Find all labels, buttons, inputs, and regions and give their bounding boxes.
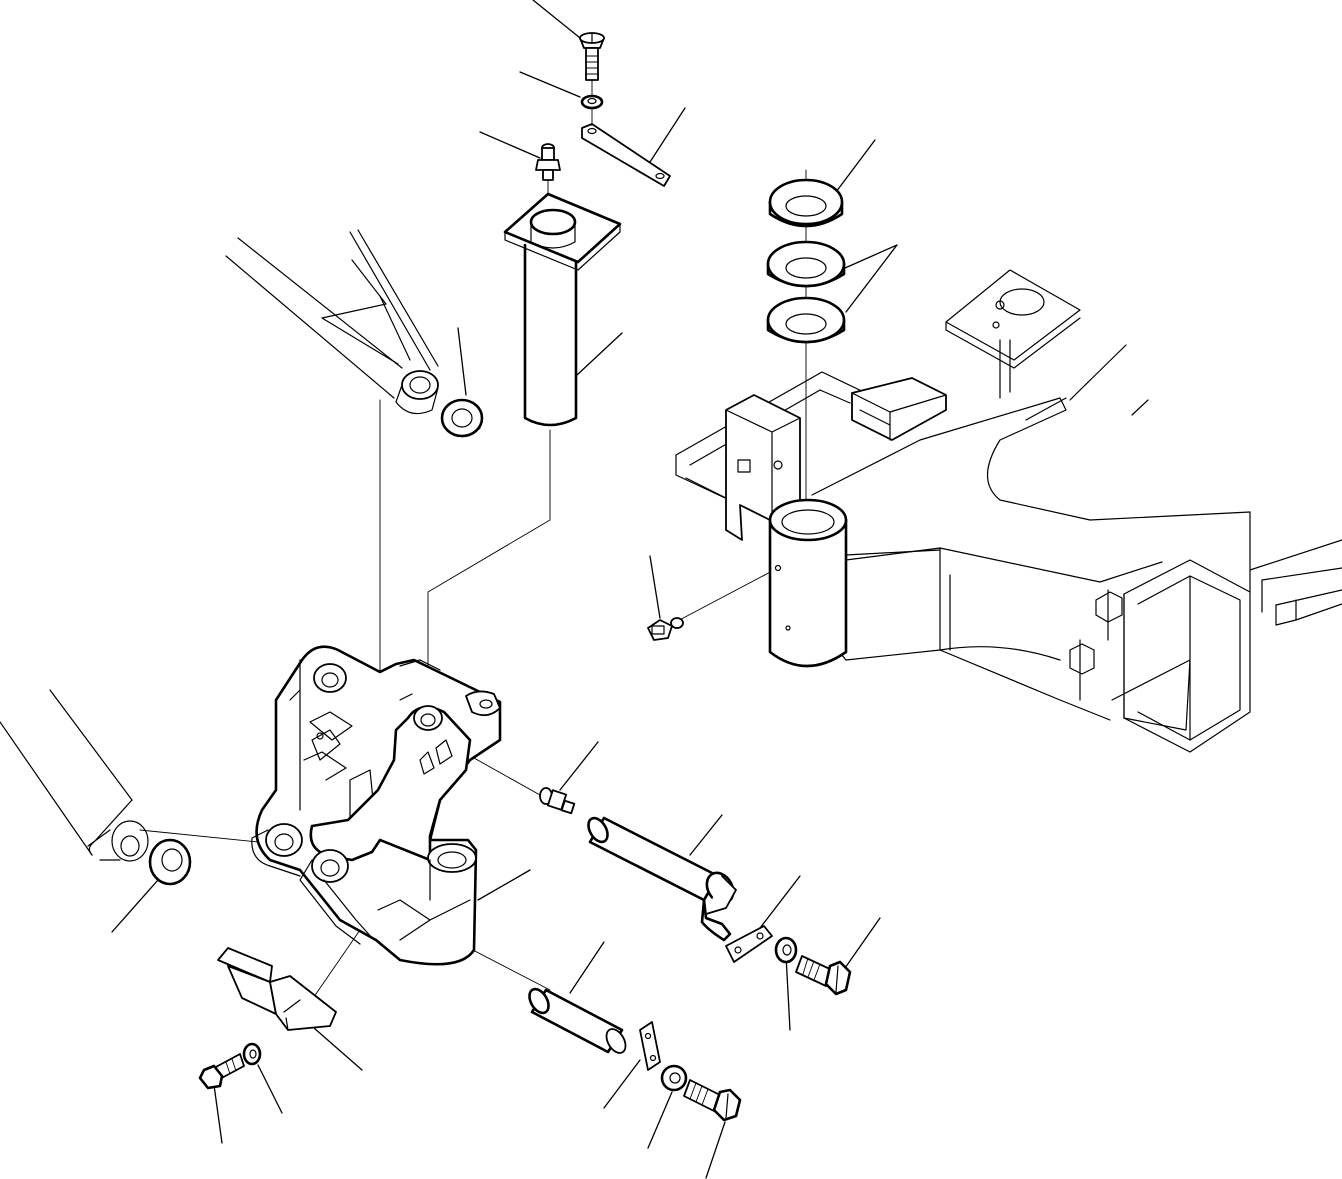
bolt-right (795, 955, 852, 996)
leader-boss-pin (576, 332, 623, 376)
cover-plate (217, 947, 337, 1031)
washer-right (774, 936, 798, 964)
swing-bracket (251, 645, 502, 966)
top-lock-plate (581, 123, 671, 187)
top-screw (579, 32, 605, 81)
leader-bracket (477, 869, 531, 901)
leader-lock-plate-right (759, 875, 801, 929)
leader-washer-top (519, 71, 581, 98)
leader-bolt-cover (213, 1084, 223, 1144)
leader-long-pin (689, 814, 723, 856)
leader-short-pin (569, 941, 605, 994)
lock-plate-lower (639, 1021, 661, 1071)
long-pin (587, 816, 737, 942)
top-washer (580, 94, 604, 110)
leader-washer-cover (257, 1064, 283, 1114)
leader-cover (313, 1027, 363, 1071)
washer-cover (242, 1042, 262, 1066)
leader-thrust-washer-lower (111, 879, 159, 933)
shim-stack (766, 178, 846, 344)
short-pin (528, 987, 627, 1054)
leader-bolt-right (844, 917, 881, 969)
boom-arm (225, 229, 439, 415)
main-frame (675, 269, 1342, 753)
leader-shims-pair-a (844, 244, 898, 269)
leader-washer-lower (647, 1091, 673, 1149)
washer-lower (660, 1064, 688, 1092)
callout-leaders (111, 0, 898, 1179)
bolt-cover (198, 1053, 245, 1090)
kingpin (503, 192, 622, 427)
leader-plate-top (649, 107, 686, 163)
thrust-washer-upper (440, 398, 484, 438)
leader-grease-nipple-top (479, 131, 541, 159)
leader-shim-single (835, 139, 876, 193)
thrust-washer-lower (148, 838, 192, 886)
leader-bolt-lower (705, 1121, 726, 1179)
grease-nipple-mid (539, 787, 576, 815)
grease-nipple-side (647, 617, 684, 641)
leader-lock-plate-lower (603, 1059, 641, 1109)
leader-shims-pair-b (845, 244, 898, 313)
lock-plate-right (725, 925, 773, 963)
leader-grease-nipple-side (649, 555, 661, 619)
leader-thrust-washer-upper (457, 327, 467, 396)
leader-screw-top (532, 0, 586, 43)
leader-washer-right (785, 954, 791, 1031)
leader-grease-nipple-mid (559, 741, 599, 791)
hydraulic-cylinder (0, 689, 149, 862)
grease-nipple-top (535, 143, 561, 181)
bolt-lower (683, 1079, 742, 1122)
